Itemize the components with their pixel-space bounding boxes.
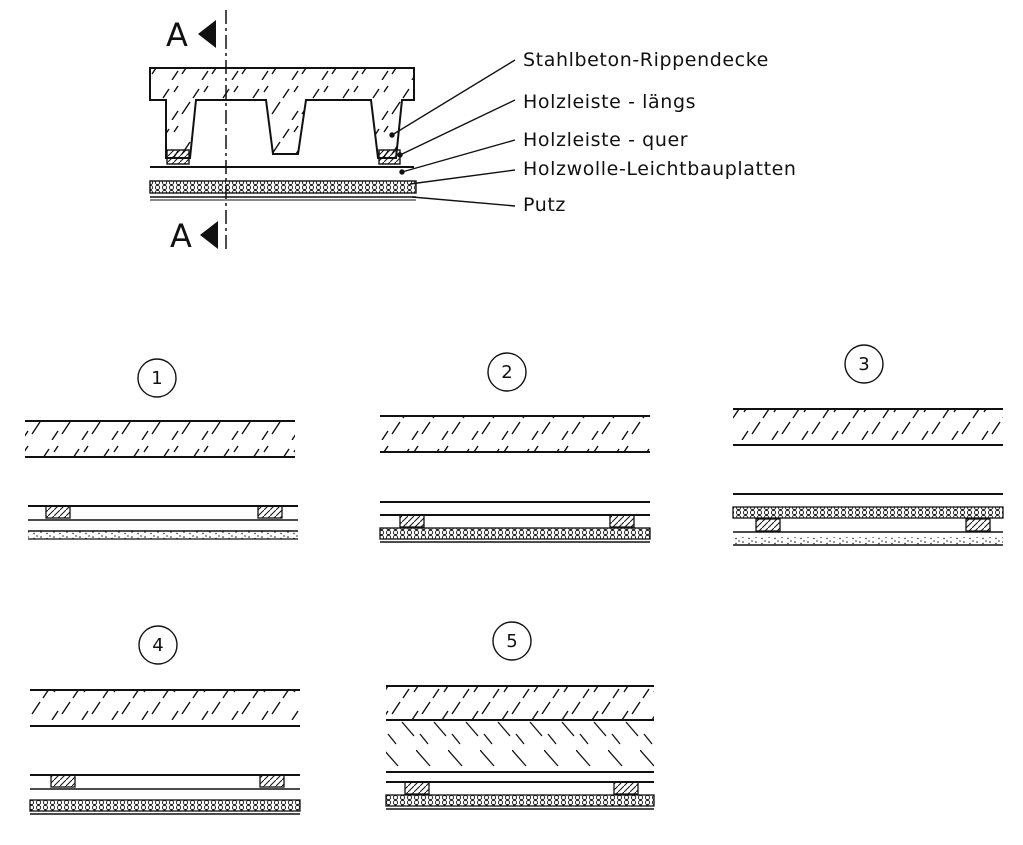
woolboard-layer [385,794,655,807]
ribbed-slab-section: A A [149,10,417,255]
plaster-layer [733,537,1003,545]
label-holzleiste-quer: Holzleiste - quer [523,129,688,151]
batten [404,781,430,795]
section-letter-top: A [166,16,188,54]
variant-number-circle [844,344,884,384]
variant-number: 1 [151,368,162,389]
leader-lines [389,59,516,207]
variant-4: 4 [29,625,301,815]
label-holzleiste-laengs: Holzleiste - längs [523,91,696,113]
batten-long-left [166,149,190,165]
batten [613,781,639,795]
batten [45,505,71,519]
section-arrow-top [198,20,216,48]
variant-2: 2 [379,352,651,543]
label-holzwolle: Holzwolle-Leichtbauplatten [523,158,797,180]
variant-number: 4 [152,635,163,656]
batten [965,518,991,532]
section-letter-bottom: A [170,217,192,255]
slab-layer [380,416,650,452]
variant-3: 3 [732,344,1004,546]
batten [259,774,285,788]
woolboard-layer [379,527,651,540]
woolboard-layer [29,799,301,812]
batten [50,774,76,788]
label-putz: Putz [523,194,566,216]
batten [399,514,425,528]
plaster-layer [28,531,298,539]
woolboard-layer [149,180,417,194]
slab-layer [733,409,1003,445]
woolboard-layer [732,506,1004,519]
legend-labels: Stahlbeton-Rippendecke Holzleiste - läng… [523,49,797,216]
batten [609,514,635,528]
variant-1: 1 [25,358,298,540]
variant-number-circle [492,621,532,661]
slab-layer [25,421,295,457]
insulation-layer [386,720,654,772]
batten [755,518,781,532]
variant-5: 5 [385,621,655,810]
ribbed-slab-concrete [149,67,415,159]
batten [257,505,283,519]
section-arrow-bottom [200,221,218,249]
variant-number: 2 [501,362,512,383]
variant-number: 5 [506,631,517,652]
slab-layer [30,690,300,726]
variant-number-circle [137,358,177,398]
variant-number: 3 [858,354,869,375]
variant-number-circle [138,625,178,665]
slab-layer [386,686,654,720]
label-stahlbeton: Stahlbeton-Rippendecke [523,49,769,71]
variant-number-circle [487,352,527,392]
batten-long-right [378,149,401,165]
